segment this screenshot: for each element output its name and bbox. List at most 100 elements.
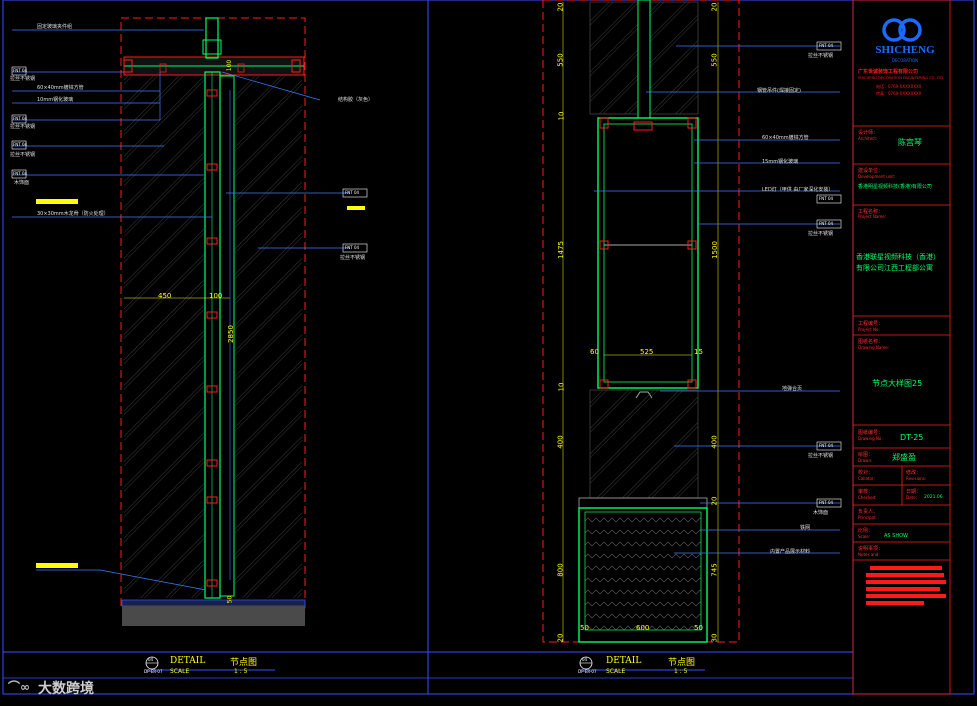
footer-right-ref: DP-ER-07 xyxy=(578,669,597,674)
notes-key-en: Notes and: xyxy=(858,552,880,557)
project-key-en: Project Name: xyxy=(858,214,887,219)
dim-w-525: 525 xyxy=(640,348,654,356)
footer-left-scale: 1 : 5 xyxy=(234,668,248,675)
dim-50: 50 xyxy=(226,595,234,604)
footer-left-title: DETAIL xyxy=(170,656,206,666)
dim-r-550: 550 xyxy=(556,53,565,67)
dim-r-10: 10 xyxy=(557,111,566,121)
date-key-en: Date: xyxy=(906,495,917,500)
drawing-value: 节点大样图25 xyxy=(872,379,923,388)
label-led: LED灯（甲供 由厂家深化安装） xyxy=(762,187,834,193)
date-value: 2021.06 xyxy=(924,495,943,500)
dim-rr-1500: 1500 xyxy=(710,241,719,259)
tag-left-2: FNT 04 xyxy=(13,116,28,121)
dim-rr-30: 30 xyxy=(710,633,719,643)
company-line-1: 广东世诚装饰工程有限公司 xyxy=(858,69,919,75)
projno-key-en: Project No: xyxy=(858,327,880,332)
footer-left-cn: 节点图 xyxy=(230,658,258,668)
dwgno-value: DT-25 xyxy=(900,433,924,442)
dwgno-key-en: Drawing No: xyxy=(858,436,883,441)
project-value-2: 有限公司江西工程部公寓 xyxy=(856,264,933,272)
dim-w-600: 600 xyxy=(636,624,650,632)
architect-value: 陈宫琴 xyxy=(898,138,922,147)
watermark-logo-icon: ⌒∞ xyxy=(8,680,30,694)
dim-rr-20b: 20 xyxy=(710,496,719,506)
date-key: 日期： xyxy=(906,489,922,495)
company-line-4: 传真：0769-XXXXXXXX xyxy=(876,91,922,96)
tag-left-1: FNT 04 xyxy=(13,68,28,73)
tag-left-6: FNT 04 xyxy=(345,245,360,250)
label-glass-15mm: 15mm钢化玻璃 xyxy=(762,159,799,165)
label-stainless-3: 拉丝不锈钢 xyxy=(10,152,36,158)
dim-rr-20: 20 xyxy=(710,2,719,12)
company-line-2: SHICHENG DECORATION ENGINEERING CO.,LTD xyxy=(858,76,944,80)
dim-r-800: 800 xyxy=(556,563,565,577)
dim-rr-550: 550 xyxy=(710,53,719,67)
label-glass-10mm: 10mm钢化玻璃 xyxy=(37,97,74,103)
label-stainless-right: 拉丝不锈钢 xyxy=(340,255,366,261)
drawn-key: 绘图： xyxy=(858,452,874,458)
label-sealant: 结构胶（灰色） xyxy=(338,97,374,103)
tag-left-3: FNT 04 xyxy=(13,142,28,147)
drawing-key: 图纸名称： xyxy=(858,339,884,345)
label-steel-plate: 钢管吊件(焊接固定) xyxy=(757,88,801,94)
architect-key-en: Architect: xyxy=(858,136,878,141)
rev-key: 修改： xyxy=(906,470,922,476)
logo-text: SHICHENG xyxy=(875,44,935,56)
label-fire-board: 30×30mm木龙骨（防火处理） xyxy=(37,211,109,217)
footer-left-ref: DP-ER-07 xyxy=(144,669,163,674)
tag-right-3: FNT 04 xyxy=(819,221,834,226)
dim-r-20-bot: 20 xyxy=(556,633,565,643)
tag-right-5: FNT 04 xyxy=(819,500,834,505)
tag-left-5: FNT 04 xyxy=(345,190,360,195)
checked-key-en: Collator: xyxy=(858,476,875,481)
footer-right-scale: 1 : 5 xyxy=(674,668,688,675)
footer-left-scale-label: SCALE xyxy=(170,668,190,675)
drawing-key-en: Drawing Name: xyxy=(858,345,890,350)
footer-right-title: DETAIL xyxy=(606,656,642,666)
dim-w-50b: 50 xyxy=(694,624,703,632)
dim-rr-400: 400 xyxy=(710,435,719,449)
footer-right-scale-label: SCALE xyxy=(606,668,626,675)
label-hinge: 地弹合页 xyxy=(782,386,803,392)
dim-r-400: 400 xyxy=(556,435,565,449)
dim-450: 450 xyxy=(158,292,172,300)
dim-r-10b: 10 xyxy=(557,382,566,392)
dim-w-60: 60 xyxy=(590,348,599,356)
dwgno-key: 图纸编号： xyxy=(858,430,884,436)
scale-key-en: Scale: xyxy=(858,534,871,539)
footer-right-cn: 节点图 xyxy=(668,658,696,668)
dim-r-1475: 1475 xyxy=(556,241,565,259)
label-stainless-2: 拉丝不锈钢 xyxy=(10,124,36,130)
tag-right-2: FNT 04 xyxy=(819,196,834,201)
projno-key: 工程编号： xyxy=(858,321,884,327)
dim-100: 100 xyxy=(209,292,223,300)
label-stainless-b: 拉丝不锈钢 xyxy=(808,231,834,237)
dim-w-15: 15 xyxy=(694,348,703,356)
tag-left-4: FNT 04 xyxy=(13,171,28,176)
dev-value: 香港明星视频科技(香港)有限公司 xyxy=(858,184,932,190)
label-steel-tube-left: 60×40mm镀锌方管 xyxy=(37,85,84,91)
label-stainless-1: 拉丝不锈钢 xyxy=(10,76,36,82)
label-product: 内置产品展示材料 xyxy=(770,549,811,555)
company-logo xyxy=(882,18,922,42)
dev-key-en: Development unit: xyxy=(858,174,896,179)
left-detail xyxy=(11,17,368,626)
dim-rr-745: 745 xyxy=(710,563,719,577)
architect-key: 设计师： xyxy=(858,130,879,136)
company-line-3: 电话：0769-XXXXXXXX xyxy=(876,84,922,89)
tag-right-4: FNT 04 xyxy=(819,443,834,448)
project-key: 工程名称： xyxy=(858,209,884,215)
label-wood-left: 木饰面 xyxy=(14,180,30,186)
logo-sub: DECORATION xyxy=(891,58,919,63)
title-block xyxy=(852,0,951,695)
principal-key: 负责人： xyxy=(858,509,879,515)
notes-key: 说明事项： xyxy=(858,546,884,552)
dim-r-20-top: 20 xyxy=(556,2,565,12)
label-mesh: 铁网 xyxy=(800,525,811,531)
scale-value: AS SHOW xyxy=(884,533,908,539)
dim-2850: 2850 xyxy=(226,325,235,343)
footer-left-num: 04 xyxy=(148,657,154,662)
